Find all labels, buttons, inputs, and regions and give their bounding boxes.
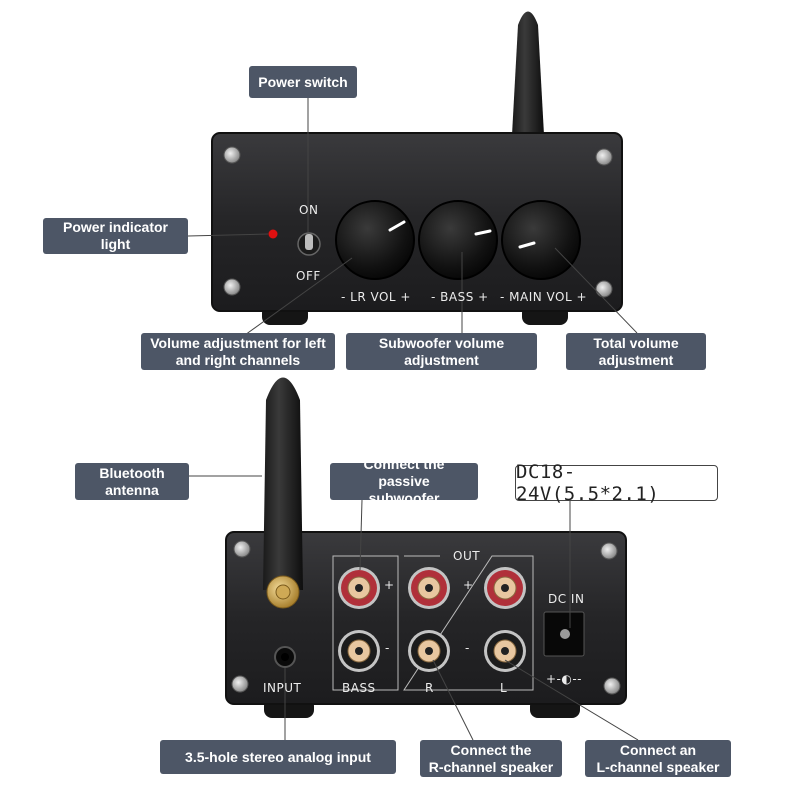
bass-terminal-box — [332, 555, 399, 691]
front-antenna — [512, 11, 544, 135]
l-channel-label: L — [500, 681, 508, 695]
front-unit — [211, 11, 623, 325]
bass-plus-label: + — [384, 578, 395, 592]
screw-icon — [233, 540, 251, 558]
main-volume-knob[interactable] — [501, 200, 581, 280]
on-label: ON — [299, 203, 319, 217]
power-switch-callout: Power switch — [249, 66, 357, 98]
main-volume-knob-pointer — [518, 241, 536, 249]
dc-power-jack-pin — [560, 629, 570, 639]
aux-input-jack-hole — [281, 653, 289, 661]
screw-icon — [223, 146, 241, 164]
bass-minus-label: - — [385, 641, 390, 655]
dc-polarity-label: +-◐-- — [546, 672, 583, 686]
input-label: INPUT — [263, 681, 302, 695]
out-plus-label: + — [463, 578, 474, 592]
power-toggle-lever[interactable] — [305, 234, 313, 250]
l-positive-terminal[interactable] — [484, 567, 526, 609]
antenna-connector-nut — [275, 584, 291, 600]
rear-panel — [225, 531, 627, 705]
dc-spec-callout: DC18-24V(5.5*2.1) — [515, 461, 718, 505]
bass-negative-terminal[interactable] — [338, 630, 380, 672]
leader-lines — [187, 98, 639, 741]
screw-icon — [603, 677, 621, 695]
lr-vol-label: - LR VOL + — [341, 290, 411, 304]
bass-knob-pointer — [474, 229, 492, 236]
r-negative-terminal[interactable] — [408, 630, 450, 672]
screw-icon — [595, 280, 613, 298]
power-indicator-led — [268, 229, 278, 239]
r-positive-terminal[interactable] — [408, 567, 450, 609]
bass-positive-terminal[interactable] — [338, 567, 380, 609]
bass-label: - BASS + — [431, 290, 489, 304]
screw-icon — [223, 278, 241, 296]
lr-volume-knob-pointer — [388, 220, 406, 232]
screw-icon — [231, 675, 249, 693]
screw-icon — [600, 542, 618, 560]
off-label: OFF — [296, 269, 321, 283]
power-indicator-callout: Power indicator light — [43, 218, 188, 254]
bass-knob[interactable] — [418, 200, 498, 280]
l-negative-terminal[interactable] — [484, 630, 526, 672]
stereo-input-callout: 3.5-hole stereo analog input — [160, 740, 396, 774]
bluetooth-antenna — [263, 377, 303, 590]
dc-in-label: DC IN — [548, 592, 585, 606]
rear-unit — [225, 377, 627, 718]
screw-icon — [595, 148, 613, 166]
lr-volume-knob[interactable] — [335, 200, 415, 280]
out-label: OUT — [453, 549, 481, 563]
bass-channel-label: BASS — [342, 681, 376, 695]
main-vol-label: - MAIN VOL + — [500, 290, 588, 304]
r-channel-label: R — [425, 681, 434, 695]
out-minus-label: - — [465, 641, 470, 655]
